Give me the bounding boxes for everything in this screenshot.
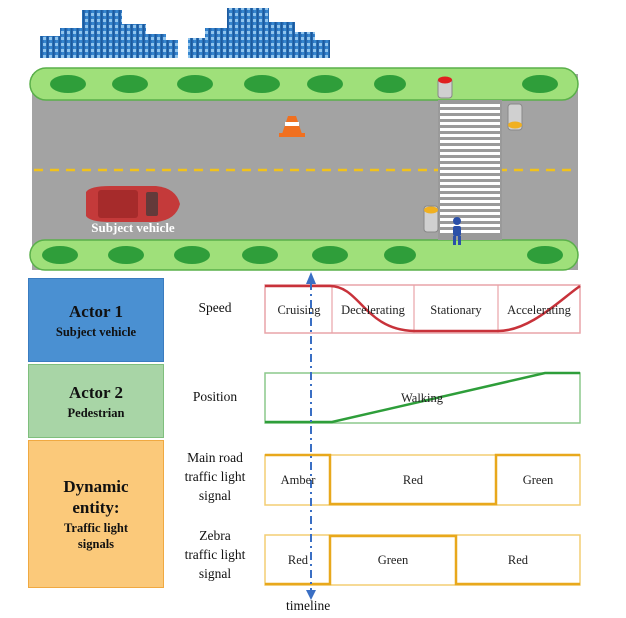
main-light-phase-green: Green <box>522 473 554 487</box>
main-light-label-line-2: traffic light <box>184 469 246 484</box>
actor-1-box: Actor 1 Subject vehicle <box>28 278 164 362</box>
actor-2-title: Actor 2 <box>69 382 123 402</box>
zebra-stripe <box>440 218 500 221</box>
zebra-light-profile-line <box>265 534 580 586</box>
main-light-row-label: Main road traffic light signal <box>172 448 258 505</box>
zebra-stripe <box>440 182 500 185</box>
buildings-group-left <box>40 10 178 58</box>
main-light-profile-line <box>265 453 580 506</box>
speed-phase-cruising: Cruising <box>277 303 321 317</box>
zebra-stripe <box>440 188 500 191</box>
position-profile-line <box>265 371 580 424</box>
pedestrian-icon <box>453 217 461 245</box>
position-row-box <box>264 372 581 424</box>
zebra-stripe <box>440 176 500 179</box>
main-light-label-line-3: signal <box>198 488 232 503</box>
zebra-stripe <box>440 146 500 149</box>
traffic-light-zebra-bottom <box>423 205 439 233</box>
zebra-stripe <box>440 152 500 155</box>
position-phase-walking: Walking <box>400 391 444 405</box>
timeline-arrowhead-down <box>306 590 316 600</box>
speed-profile-line <box>265 284 581 333</box>
zebra-stripe <box>440 170 500 173</box>
buildings-group-right <box>188 8 330 58</box>
zebra-light-phase-green: Green <box>377 553 409 567</box>
zebra-stripe <box>440 140 500 143</box>
zebra-light-label-line-2: traffic light <box>184 547 246 562</box>
zebra-stripe <box>440 122 500 125</box>
timeline-arrowhead-up <box>306 272 316 284</box>
speed-row-label: Speed <box>198 300 232 315</box>
subject-vehicle-car-icon <box>86 186 180 222</box>
speed-phase-decelerating: Decelerating <box>341 303 405 317</box>
zebra-stripe <box>440 206 500 209</box>
trees-bottom <box>42 246 563 264</box>
zebra-stripe <box>440 200 500 203</box>
zebra-light-label-line-1: Zebra <box>199 528 231 543</box>
main-light-phase-red: Red <box>402 473 424 487</box>
zebra-stripe <box>440 212 500 215</box>
zebra-stripe <box>440 224 500 227</box>
main-light-label-line-1: Main road <box>187 450 243 465</box>
zebra-stripe <box>440 158 500 161</box>
vehicle-label: Subject vehicle <box>91 220 175 235</box>
actor-1-subtitle: Subject vehicle <box>55 324 137 339</box>
zebra-light-label-line-3: signal <box>198 566 232 581</box>
zebra-stripe <box>440 230 500 233</box>
zebra-stripe <box>440 116 500 119</box>
zebra-crossing <box>438 100 502 240</box>
zebra-stripe <box>440 194 500 197</box>
zebra-stripe <box>440 134 500 137</box>
speed-phase-accelerating: Accelerating <box>507 303 571 317</box>
timeline-chart <box>264 272 581 600</box>
zebra-light-row-label: Zebra traffic light signal <box>172 526 258 583</box>
actor-2-box: Actor 2 Pedestrian <box>28 364 164 438</box>
zebra-stripe <box>440 104 500 107</box>
dynamic-entity-subtitle: Traffic light signals <box>64 521 128 551</box>
zebra-light-phase-red-2: Red <box>507 553 529 567</box>
main-light-phase-amber: Amber <box>280 473 316 487</box>
zebra-stripe <box>440 128 500 131</box>
traffic-light-main-road <box>507 103 523 131</box>
trees-top <box>50 75 558 93</box>
dynamic-entity-box: Dynamic entity: Traffic light signals <box>28 440 164 588</box>
actor-1-title: Actor 1 <box>69 301 123 321</box>
traffic-cone-icon <box>279 116 305 137</box>
bottom-sidewalk <box>29 239 579 271</box>
position-row-label: Position <box>192 389 238 404</box>
timeline-label: timeline <box>286 598 331 613</box>
speed-row-box <box>264 284 581 334</box>
zebra-stripe <box>440 164 500 167</box>
traffic-light-zebra-top <box>437 76 453 99</box>
actor-2-subtitle: Pedestrian <box>67 405 125 420</box>
speed-phase-stationary: Stationary <box>430 303 482 317</box>
zebra-stripe <box>440 110 500 113</box>
zebra-light-phase-red-1: Red <box>287 553 309 567</box>
dynamic-entity-title: Dynamic entity: <box>63 477 129 517</box>
